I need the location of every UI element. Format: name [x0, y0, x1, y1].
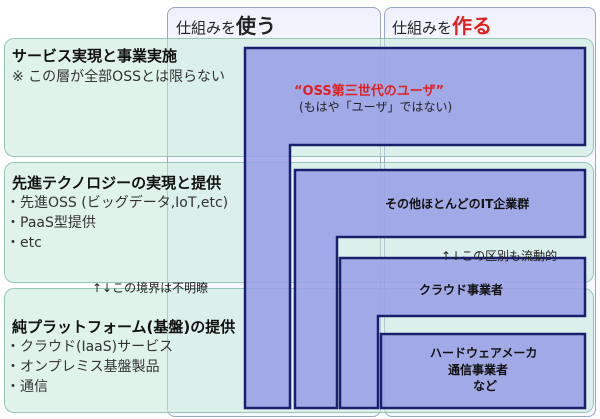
layer-note-service: ※ この層が全部OSSとは限らない	[12, 69, 225, 85]
it-firms-l-shape	[293, 168, 587, 410]
fluid-note: ↑↓この区別も流動的	[441, 249, 558, 263]
layer-item: ・通信	[6, 379, 48, 395]
cloud-label: クラウド事業者	[419, 283, 504, 297]
use-column-title: 仕組みを使う	[176, 10, 276, 39]
hardware-label-line3: など	[473, 379, 498, 393]
layer-item: ・PaaS型提供	[6, 215, 96, 231]
layer-title-service: サービス実現と事業実施	[12, 47, 178, 65]
make-column-emph: 作る	[452, 14, 493, 38]
layer-item: ・クラウド(IaaS)サービス	[6, 339, 174, 355]
layer-item: ・etc	[6, 235, 42, 251]
layer-item: ・オンプレミス基盤製品	[6, 359, 160, 375]
make-column-title: 仕組みを作る	[392, 10, 492, 39]
hardware-label-line1: ハードウェアメーカ	[430, 346, 538, 360]
users-l-shape	[243, 46, 587, 410]
it-firms-label: その他ほとんどのIT企業群	[385, 197, 530, 211]
hardware-box	[379, 332, 587, 410]
use-column-prefix: 仕組みを	[176, 19, 237, 37]
boundary-note: ↑↓この境界は不明瞭	[92, 281, 209, 295]
hardware-label-line2: 通信事業者	[448, 363, 509, 377]
layer-item: ・先進OSS (ビッグデータ,IoT,etc)	[6, 195, 229, 211]
layer-title-platform: 純プラットフォーム(基盤)の提供	[12, 318, 236, 336]
cloud-l-shape	[338, 256, 587, 410]
users-group-title: “OSS第三世代のユーザ”	[294, 84, 445, 99]
layer-title-tech: 先進テクノロジーの実現と提供	[12, 174, 222, 192]
use-column-emph: 使う	[236, 14, 277, 38]
users-group-subtitle: (もはや「ユーザ」ではない)	[299, 100, 453, 114]
make-column-prefix: 仕組みを	[392, 19, 453, 37]
